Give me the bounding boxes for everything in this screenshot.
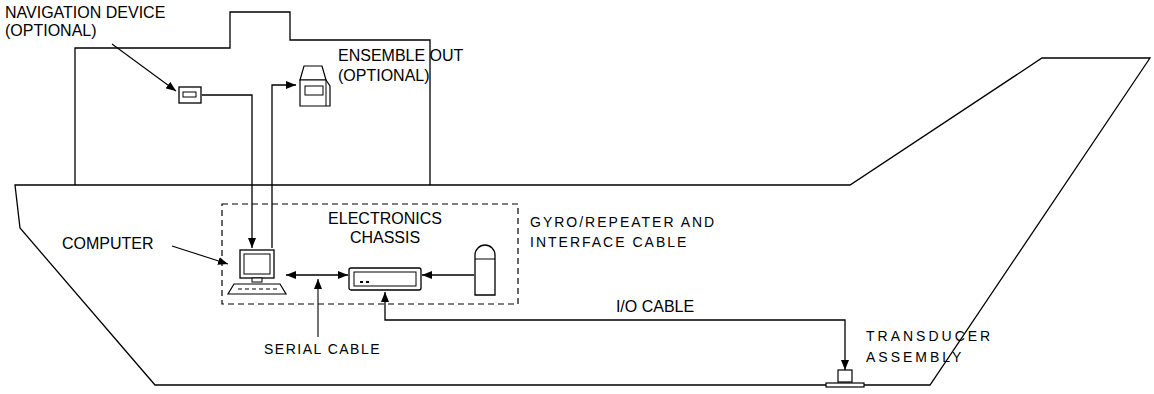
printer-icon: ENSEMBLE OUT (OPTIONAL) bbox=[296, 62, 332, 108]
computer-icon: COMPUTER bbox=[228, 248, 286, 296]
cable-connector bbox=[422, 274, 474, 275]
cable-connector bbox=[286, 274, 348, 275]
gyro-repeater-outline bbox=[474, 244, 496, 296]
component-label: NAVIGATION DEVICE (OPTIONAL) bbox=[5, 4, 195, 40]
component-label: ELECTRONICS CHASSIS bbox=[318, 209, 453, 247]
computer-icon-outline bbox=[228, 248, 286, 296]
cable-connector bbox=[272, 85, 296, 248]
printer-icon-outline bbox=[296, 62, 332, 108]
cable-connector bbox=[202, 95, 252, 248]
navigation-device: NAVIGATION DEVICE (OPTIONAL) bbox=[178, 86, 202, 104]
dashed-enclosure bbox=[222, 204, 518, 304]
component-label: ENSEMBLE OUT (OPTIONAL) bbox=[338, 46, 488, 86]
electronics-chassis: ELECTRONICS CHASSIS bbox=[348, 264, 422, 292]
navigation-device-outline bbox=[178, 86, 202, 104]
cable-connector bbox=[385, 292, 845, 370]
cable-label: I/O CABLE bbox=[614, 298, 696, 316]
leader-line bbox=[112, 44, 176, 91]
transducer-assembly: TRANSDUCER ASSEMBLY bbox=[826, 370, 864, 388]
ship-hull bbox=[15, 58, 1150, 385]
transducer-assembly-outline bbox=[826, 370, 864, 388]
component-label: TRANSDUCER ASSEMBLY bbox=[866, 326, 1016, 368]
cable-label: SERIAL CABLE bbox=[262, 341, 383, 357]
component-label: GYRO/REPEATER AND INTERFACE CABLE bbox=[530, 212, 740, 252]
leader-line bbox=[172, 246, 228, 264]
component-label: COMPUTER bbox=[62, 235, 154, 253]
electronics-chassis-outline bbox=[348, 264, 422, 292]
leader-line bbox=[317, 279, 318, 337]
gyro-repeater: GYRO/REPEATER AND INTERFACE CABLE bbox=[474, 244, 496, 296]
